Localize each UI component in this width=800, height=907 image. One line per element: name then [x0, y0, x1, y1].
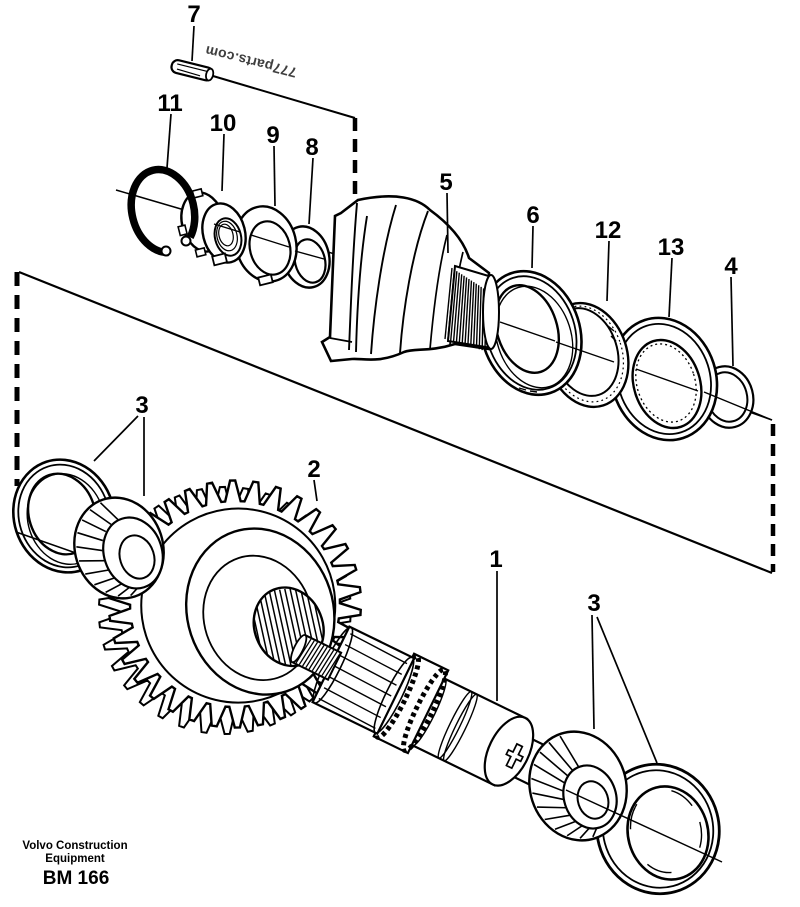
part-7-pin [170, 59, 215, 82]
axis-line-bottom-right [565, 789, 723, 863]
axis-line-segments [213, 223, 773, 421]
part-11-circlip [127, 165, 199, 257]
part-label-13: 13 [658, 234, 685, 261]
part-6-bearing-cup [479, 269, 583, 397]
footer: Volvo Construction Equipment BM 166 [22, 840, 127, 889]
part-9-lock-washer [234, 205, 298, 287]
watermark: 777parts.com [203, 43, 298, 81]
part-label-7: 7 [187, 1, 200, 28]
part-3-bearing-cone-right [528, 730, 628, 842]
part-label-4: 4 [724, 253, 738, 280]
part-label-6: 6 [526, 202, 539, 229]
part-label-2: 2 [307, 456, 320, 483]
footer-figure-code: BM 166 [43, 868, 110, 889]
boundary-lines [14, 75, 776, 575]
part-label-3-left: 3 [135, 392, 148, 419]
callout-numbers: 7 11 10 9 8 5 6 12 13 4 3 2 1 3 [135, 1, 738, 617]
part-5-housing [320, 195, 500, 363]
part-label-10: 10 [210, 110, 237, 137]
part-1-shaft [290, 625, 573, 797]
part-label-12: 12 [595, 217, 622, 244]
footer-brand-line1: Volvo Construction [22, 840, 127, 852]
part-label-3-right: 3 [587, 590, 600, 617]
cotter-hole [505, 742, 525, 770]
pinion-spline-lines [318, 633, 408, 729]
plane-diagonal-line [18, 270, 773, 575]
part-label-8: 8 [305, 134, 318, 161]
roller-cage-left [76, 502, 141, 597]
part-10-nut [177, 187, 247, 267]
leader-lines [93, 25, 734, 764]
part-label-5: 5 [439, 169, 452, 196]
part-label-1: 1 [489, 546, 502, 573]
part-3-bearing-cone-left [73, 496, 165, 600]
part-label-11: 11 [157, 90, 182, 117]
footer-brand-line2: Equipment [45, 853, 105, 865]
shaft-tip-threads [295, 638, 341, 678]
part-label-9: 9 [266, 122, 279, 149]
